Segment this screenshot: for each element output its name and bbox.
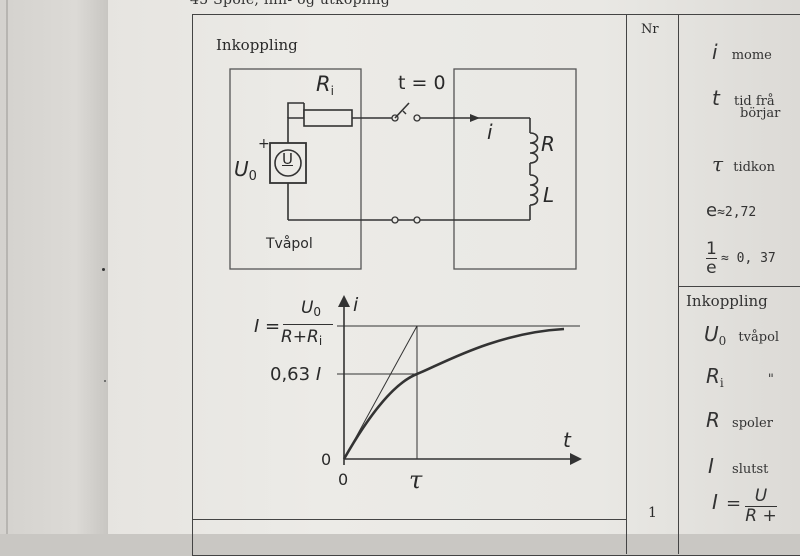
u0-subscript: 0 — [248, 169, 257, 184]
tau-label: τ — [409, 466, 423, 494]
ri-resistor — [303, 109, 353, 127]
level-label: 0,63 — [270, 364, 311, 385]
right-item-6: U0 tvåpol — [704, 322, 780, 348]
twopole-box — [229, 68, 362, 270]
switch-label: t = 0 — [398, 72, 446, 94]
y-axis-arrow — [338, 295, 350, 307]
circuit-and-graph — [229, 68, 582, 465]
nr-header: Nr — [641, 22, 659, 37]
column-divider-left — [626, 14, 627, 554]
plus-sign: + — [258, 136, 270, 152]
load-box — [453, 68, 577, 270]
left-page-edge — [0, 0, 108, 534]
u0-symbol: U — [234, 157, 249, 181]
switch-tick — [402, 110, 407, 115]
graph — [337, 295, 582, 465]
right-item-10: I = U R + — [712, 486, 777, 526]
nr-number: 1 — [648, 505, 657, 521]
l-coil — [529, 174, 539, 206]
margin-dot — [102, 268, 105, 271]
response-curve — [342, 327, 565, 460]
bottom-contact-right — [413, 216, 421, 224]
margin-dot — [104, 380, 106, 382]
level-I: I — [315, 364, 322, 385]
panel-bottom-rule — [192, 519, 626, 520]
current-arrow — [470, 114, 480, 122]
switch-blade — [394, 102, 410, 119]
equation-denominator-sub: i — [318, 334, 323, 348]
page-fold-line — [6, 0, 8, 534]
right-item-2: t tid frå börjar — [712, 86, 781, 121]
switch-contact-right — [413, 114, 421, 122]
equation-denominator: R+R — [281, 327, 319, 347]
x-axis-label: t — [563, 428, 571, 452]
ri-symbol: R — [316, 72, 331, 96]
y-axis-label: i — [353, 294, 359, 316]
equation-lhs: I = — [254, 316, 281, 337]
l-label: L — [543, 183, 555, 207]
right-item-7: Ri " — [706, 364, 774, 390]
left-wire-upper — [287, 103, 305, 143]
right-item-1: i mome — [712, 40, 772, 64]
current-label: i — [487, 120, 493, 144]
top-wire-left — [287, 102, 304, 118]
right-item-5: 1 e ≈ 0, 37 — [706, 239, 776, 278]
r-coil — [529, 132, 539, 164]
ri-subscript: i — [330, 84, 334, 98]
fraction-bar — [283, 324, 333, 325]
column-divider-right — [678, 14, 679, 554]
zero-x-label: 0 — [338, 470, 349, 489]
running-head: 45 Spole, inn- og utkopling — [190, 0, 390, 8]
equation-numerator-sub: 0 — [313, 305, 322, 319]
panel-title: Inkoppling — [216, 36, 298, 54]
right-item-9: I slutst — [708, 454, 769, 478]
right-item-4: e≈2,72 — [706, 200, 757, 221]
right-section-title: Inkoppling — [686, 292, 768, 310]
r-label: R — [541, 132, 555, 156]
right-section-rule — [678, 286, 800, 287]
right-item-8: R spoler — [706, 408, 773, 432]
bottom-contact-left — [391, 216, 399, 224]
equation-numerator: U — [300, 298, 314, 318]
x-axis-arrow — [570, 453, 582, 465]
zero-y-label: 0 — [321, 450, 332, 469]
twopole-label: Tvåpol — [266, 236, 313, 252]
source-circle — [274, 149, 302, 177]
source-symbol: U — [282, 150, 293, 168]
right-item-3: τ tidkon — [712, 152, 775, 176]
